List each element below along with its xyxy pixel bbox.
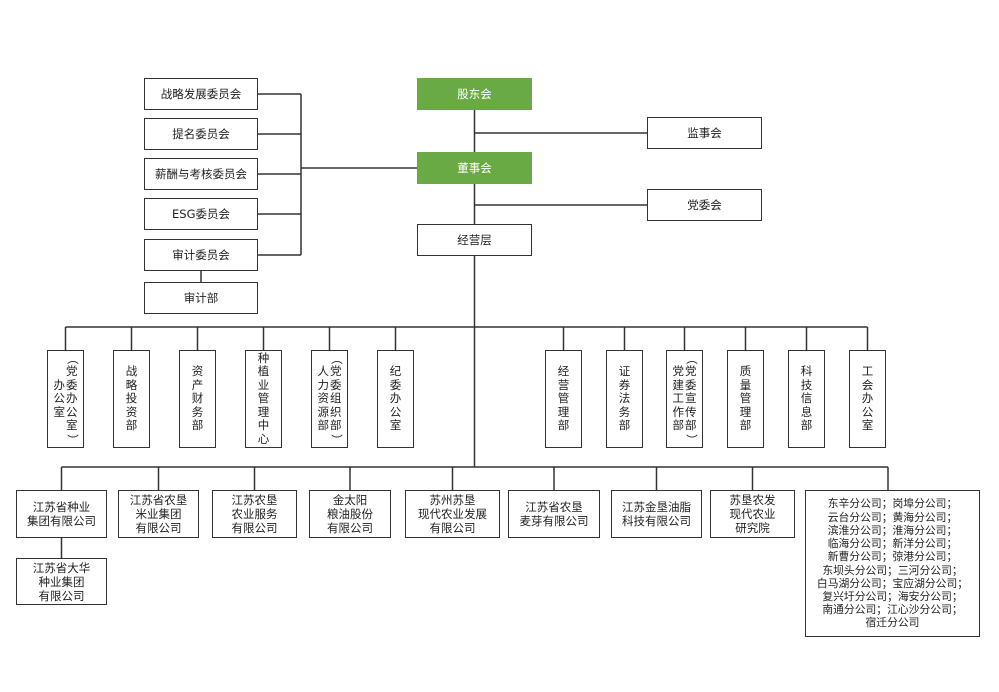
- dahua-seed-group-label: 江苏省大华 种业集团 有限公司: [32, 560, 91, 603]
- committee-label: 审计委员会: [172, 248, 230, 262]
- department-name: 科技信息部: [800, 364, 813, 433]
- audit-department-label: 审计部: [183, 291, 219, 305]
- subsidiary-label: 江苏省农垦 麦芽有限公司: [519, 500, 589, 528]
- committee-audit-box[interactable]: 审计委员会: [144, 239, 258, 271]
- subsidiary-box[interactable]: 金太阳 粮油股份 有限公司: [309, 490, 391, 538]
- committee-strategy-box[interactable]: 战略发展委员会: [144, 78, 258, 110]
- department-name: 工会办公室: [861, 364, 874, 433]
- department-name: 办公室: [53, 377, 66, 419]
- department-name: 种植业管理中心: [257, 350, 270, 446]
- management-label: 经营层: [457, 233, 492, 247]
- department-box[interactable]: 工会办公室: [849, 350, 886, 448]
- committee-esg-box[interactable]: ESG委员会: [144, 198, 258, 230]
- supervisory-board-box[interactable]: 监事会: [647, 117, 762, 149]
- party-committee-label: 党委会: [687, 198, 722, 212]
- supervisory-board-label: 监事会: [687, 126, 722, 140]
- department-name: 纪委办公室: [389, 364, 402, 433]
- department-parenthetical: （党委组织部）: [329, 352, 344, 446]
- committee-nomination-box[interactable]: 提名委员会: [144, 118, 258, 150]
- department-name: 资产财务部: [191, 364, 204, 433]
- department-name: 党建工作部: [672, 364, 685, 433]
- branch-offices-box[interactable]: 东辛分公司；岗埠分公司； 云台分公司；黄海分公司； 滨淮分公司；淮海分公司； 临…: [805, 490, 980, 637]
- committee-remuneration-box[interactable]: 薪酬与考核委员会: [144, 158, 258, 190]
- department-name: 证券法务部: [618, 364, 631, 433]
- dahua-seed-group-box[interactable]: 江苏省大华 种业集团 有限公司: [16, 558, 107, 605]
- department-name: 经营管理部: [557, 364, 570, 433]
- shareholders-meeting-label: 股东会: [457, 87, 492, 101]
- subsidiary-label: 金太阳 粮油股份 有限公司: [327, 493, 373, 535]
- subsidiary-label: 苏州苏垦 现代农业发展 有限公司: [418, 493, 487, 535]
- department-box[interactable]: 办公室（党委办公室）: [47, 350, 84, 448]
- department-parenthetical: （党委办公室）: [65, 352, 80, 446]
- subsidiary-box[interactable]: 江苏省种业 集团有限公司: [16, 490, 107, 538]
- department-box[interactable]: 党建工作部（党委宣传部）: [666, 350, 703, 448]
- committee-label: 提名委员会: [172, 127, 230, 141]
- board-of-directors-label: 董事会: [457, 161, 492, 175]
- subsidiary-box[interactable]: 苏州苏垦 现代农业发展 有限公司: [405, 490, 500, 538]
- subsidiary-box[interactable]: 江苏省农垦 麦芽有限公司: [508, 490, 600, 538]
- department-box[interactable]: 战略投资部: [113, 350, 150, 448]
- department-parenthetical: （党委宣传部）: [684, 352, 699, 446]
- department-box[interactable]: 质量管理部: [727, 350, 764, 448]
- committee-label: ESG委员会: [172, 207, 230, 221]
- management-box[interactable]: 经营层: [417, 224, 532, 256]
- subsidiary-box[interactable]: 江苏金垦油脂 科技有限公司: [611, 490, 702, 538]
- department-name: 人力资源部: [317, 364, 330, 433]
- subsidiary-label: 江苏金垦油脂 科技有限公司: [622, 500, 691, 528]
- shareholders-meeting-box[interactable]: 股东会: [417, 78, 532, 110]
- department-box[interactable]: 经营管理部: [545, 350, 582, 448]
- department-box[interactable]: 资产财务部: [179, 350, 216, 448]
- committee-label: 战略发展委员会: [160, 87, 242, 101]
- department-box[interactable]: 纪委办公室: [377, 350, 414, 448]
- subsidiary-label: 江苏省农垦 米业集团 有限公司: [129, 493, 188, 535]
- audit-department-box[interactable]: 审计部: [144, 282, 258, 314]
- department-box[interactable]: 科技信息部: [788, 350, 825, 448]
- subsidiary-label: 江苏农垦 农业服务 有限公司: [231, 493, 278, 535]
- subsidiary-box[interactable]: 苏垦农发 现代农业 研究院: [710, 490, 795, 538]
- department-name: 质量管理部: [739, 364, 752, 433]
- department-name: 战略投资部: [125, 364, 138, 433]
- board-of-directors-box[interactable]: 董事会: [417, 152, 532, 184]
- subsidiary-box[interactable]: 江苏省农垦 米业集团 有限公司: [118, 490, 199, 538]
- party-committee-box[interactable]: 党委会: [647, 189, 762, 221]
- committee-label: 薪酬与考核委员会: [155, 167, 247, 181]
- department-box[interactable]: 人力资源部（党委组织部）: [311, 350, 348, 448]
- department-box[interactable]: 证券法务部: [606, 350, 643, 448]
- subsidiary-box[interactable]: 江苏农垦 农业服务 有限公司: [212, 490, 297, 538]
- department-box[interactable]: 种植业管理中心: [245, 350, 282, 448]
- subsidiary-label: 江苏省种业 集团有限公司: [27, 500, 96, 528]
- subsidiary-label: 苏垦农发 现代农业 研究院: [729, 493, 776, 535]
- branch-offices-list: 东辛分公司；岗埠分公司； 云台分公司；黄海分公司； 滨淮分公司；淮海分公司； 临…: [816, 497, 969, 630]
